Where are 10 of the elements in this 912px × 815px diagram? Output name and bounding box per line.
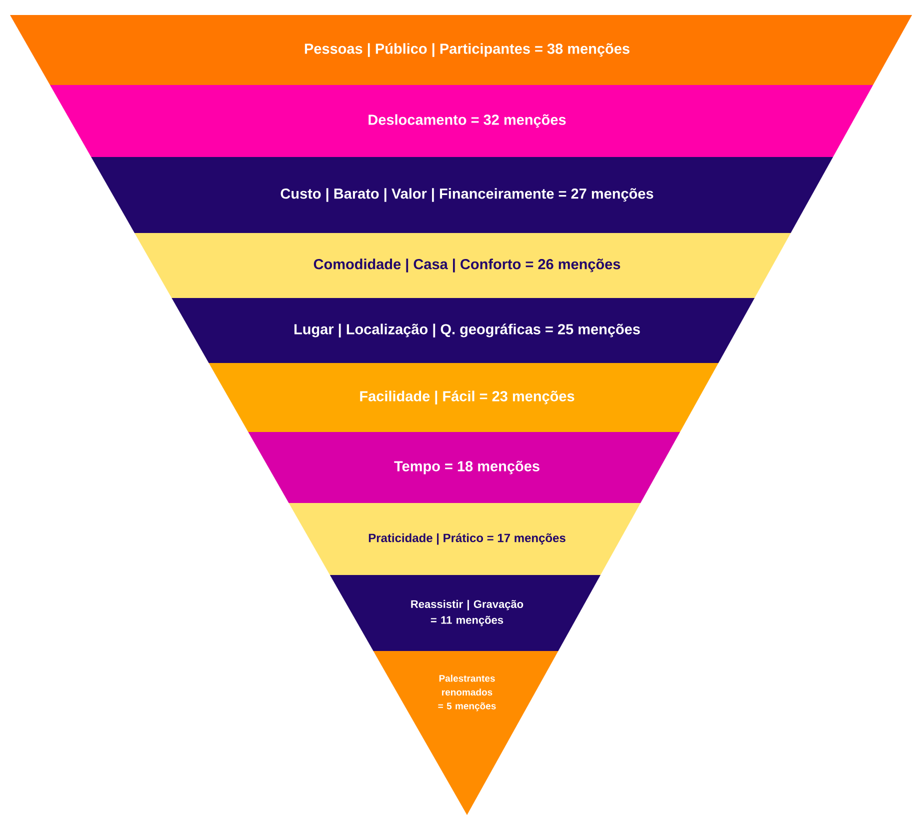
- funnel-band: Praticidade | Prático = 17 menções: [288, 503, 641, 575]
- funnel-band: Lugar | Localização | Q. geográficas = 25 menções: [172, 298, 755, 363]
- funnel-band: Deslocamento = 32 menções: [50, 85, 874, 157]
- funnel-band: Facilidade | Fácil = 23 menções: [208, 363, 718, 432]
- funnel-band: Palestrantes renomados = 5 menções: [373, 651, 558, 815]
- funnel-band: Pessoas | Público | Participantes = 38 menções: [10, 15, 912, 85]
- funnel-band: Reassistir | Gravação = 11 menções: [330, 575, 600, 651]
- funnel-band: Comodidade | Casa | Conforto = 26 menções: [134, 233, 791, 298]
- funnel-band: Custo | Barato | Valor | Financeiramente = 27 menções: [91, 157, 834, 233]
- funnel-band: Tempo = 18 menções: [248, 432, 680, 503]
